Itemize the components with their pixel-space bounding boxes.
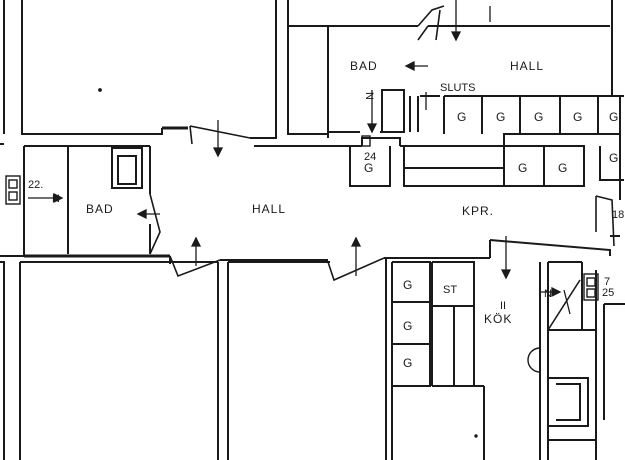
marker-n-top: N <box>363 92 375 100</box>
room-label-hall-center: HALL <box>252 202 286 216</box>
cabinet-label-g: G <box>573 110 582 124</box>
room-label-kpr: KPR. <box>462 204 494 218</box>
cabinet-label-g: G <box>518 161 527 175</box>
cabinet-label-g: G <box>609 151 618 165</box>
marker-24: 24 <box>364 151 376 163</box>
room-label-kok: KÖK <box>484 312 512 326</box>
marker-7: 7 <box>604 276 610 288</box>
cabinet-label-g: G <box>534 110 543 124</box>
room-label-bad-top: BAD <box>350 59 378 73</box>
doors <box>149 5 615 331</box>
marker-frag-right: 18 <box>612 209 624 221</box>
cabinet-label-g: G <box>403 278 412 292</box>
cabinet-label-g: G <box>457 110 466 124</box>
cabinet-label-g: G <box>403 356 412 370</box>
room-label-hall-top: HALL <box>510 59 544 73</box>
fixtures <box>5 88 599 438</box>
arrows <box>28 0 571 315</box>
cabinet-label-g: G <box>403 319 412 333</box>
room-label-sluts: SLUTS <box>440 82 475 94</box>
room-label-kok-mark: II <box>500 300 506 312</box>
marker-25: 25 <box>602 287 614 299</box>
cabinet-label-g: G <box>609 110 618 124</box>
cabinet-label-g: G <box>558 161 567 175</box>
room-label-st: ST <box>443 284 457 296</box>
cabinet-label-g: G <box>496 110 505 124</box>
marker-22: 22. <box>28 179 43 191</box>
cabinet-label-g: G <box>364 161 373 175</box>
marker-n-left: N <box>52 193 60 205</box>
marker-n-right: N <box>544 288 552 300</box>
room-label-bad-left: BAD <box>86 202 114 216</box>
